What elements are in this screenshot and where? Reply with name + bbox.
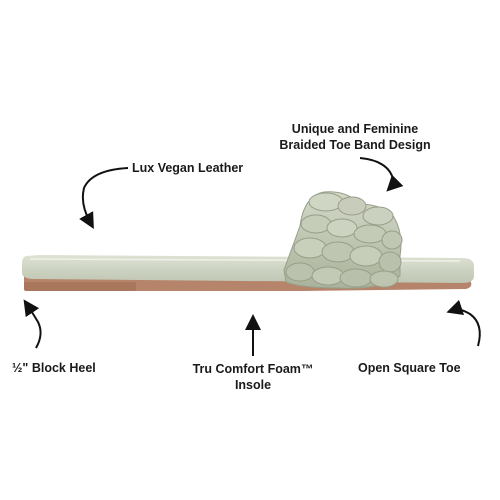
label-lux-vegan-leather: Lux Vegan Leather [132, 161, 244, 175]
label-braided-line2: Braided Toe Band Design [279, 138, 431, 152]
block-heel-shape [24, 282, 136, 291]
label-braided-line1: Unique and Feminine [291, 122, 419, 136]
braided-strap [283, 191, 403, 289]
arrow-lux-vegan-leather [79, 167, 129, 229]
arrow-open-square-toe [446, 299, 481, 347]
label-comfort-foam-line1: Tru Comfort Foam™ [192, 362, 314, 376]
arrow-block-heel [23, 299, 42, 349]
label-open-square-toe: Open Square Toe [358, 361, 461, 375]
arrow-braided-band [359, 157, 404, 192]
label-block-heel: ½" Block Heel [12, 361, 96, 375]
label-comfort-foam-line2: Insole [234, 378, 272, 392]
